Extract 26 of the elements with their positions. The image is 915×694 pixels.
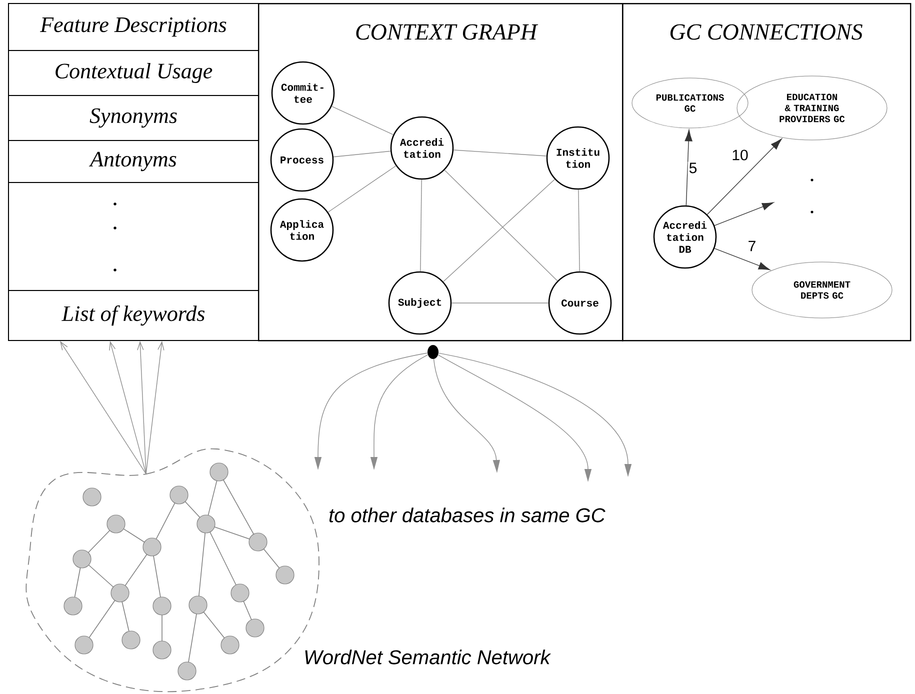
connector [420, 179, 422, 272]
list-cell: Contextual Usage [8, 50, 259, 96]
connector [109, 341, 146, 474]
connector [146, 341, 164, 474]
connector [684, 130, 692, 206]
edge-label: 7 [746, 240, 758, 252]
connector [578, 189, 580, 272]
junction-dot [428, 345, 438, 359]
network-label: WordNet Semantic Network [305, 650, 552, 664]
connector [328, 166, 396, 212]
connector [714, 202, 774, 226]
connector [714, 248, 770, 270]
connector [137, 341, 146, 474]
list-cell: Synonyms [8, 95, 259, 141]
edge-label: 10 [730, 148, 750, 162]
list-cell: Antonyms [8, 140, 259, 183]
connector [451, 302, 549, 304]
edge-label: 5 [688, 162, 698, 174]
connector [706, 138, 782, 215]
connector [333, 150, 391, 158]
list-cell: List of keywords [8, 290, 259, 341]
connector [331, 106, 394, 136]
list-cell [8, 182, 259, 291]
list-cell: Feature Descriptions [8, 3, 259, 51]
connector [453, 150, 547, 156]
connector [60, 341, 146, 474]
